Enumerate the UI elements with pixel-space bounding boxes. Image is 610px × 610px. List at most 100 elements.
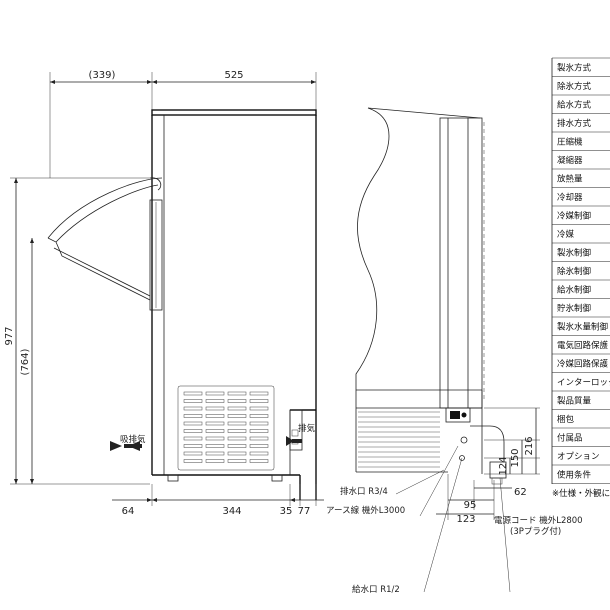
spec-row-label: 圧縮機 [557, 137, 583, 148]
label-drain-port: 排水口 R3/4 [340, 486, 388, 497]
side-elevation: (339) 525 977 [4, 70, 324, 517]
spec-row-label: 放熱量 [557, 174, 583, 185]
spec-row-label: 凝縮器 [557, 155, 583, 166]
dim-150: 150 [510, 448, 521, 467]
dim-bottom-left: 64 [122, 506, 135, 517]
dim-bottom-mid: 344 [222, 506, 241, 517]
cabinet-top-panel [151, 109, 317, 116]
louver-slot [205, 444, 225, 448]
louver-slot [183, 421, 203, 426]
spec-row-label: 貯氷制御 [557, 303, 591, 314]
louver-slot [249, 444, 269, 448]
spec-row-label: 除氷制御 [557, 266, 591, 277]
louver-slot [227, 421, 247, 426]
louver-slot [205, 436, 225, 441]
rear-elevation: 排水口 R3/4 アース線 機外L3000 給水口 R1/2 電源コード 機外L… [326, 107, 583, 595]
dim-bottom-r2: 77 [298, 506, 311, 517]
louver-slot [227, 406, 247, 411]
water-port [459, 455, 465, 461]
spec-row-label: インターロック [557, 378, 610, 388]
spec-row-label: 排水方式 [557, 118, 592, 129]
louver-slot [205, 406, 225, 411]
rear-louvers [358, 411, 440, 468]
control-panel [445, 407, 471, 423]
louver-slot [249, 451, 269, 456]
louver-slot [183, 459, 203, 463]
louver-slot [183, 429, 203, 433]
spec-footnote: ※仕様・外観につ [552, 488, 610, 499]
dim-height-inner: (764) [20, 348, 31, 375]
dim-top-left: (339) [89, 70, 116, 81]
spec-row-label: 製品質量 [557, 396, 592, 407]
louver-slot [227, 391, 247, 396]
label-intake-exhaust: 吸排気 [120, 434, 146, 445]
louver-slot [183, 399, 203, 403]
spec-row-label: オプション [557, 452, 600, 462]
louver-slot [183, 451, 203, 456]
dim-62: 62 [514, 487, 527, 498]
louver-slot [205, 429, 225, 433]
louver-slot [249, 414, 269, 418]
dim-124: 124 [498, 456, 509, 475]
spec-table: 製氷方式除氷方式給水方式排水方式圧縮機凝縮器放熱量冷却器冷媒制御冷媒製氷制御除氷… [551, 57, 610, 484]
dim-95: 95 [464, 500, 477, 511]
label-water-supply: 給水口 R1/2 [352, 584, 400, 595]
spec-row-label: 除氷方式 [557, 81, 592, 92]
foot-left [167, 474, 179, 482]
dim-height-total: 977 [4, 326, 15, 345]
louver-slot [249, 421, 269, 426]
louver-slot [227, 444, 247, 448]
louver-slot [205, 421, 225, 426]
spec-row-label: 付属品 [557, 433, 583, 444]
louver-slot [183, 406, 203, 411]
spec-row-label: 給水方式 [557, 100, 592, 111]
intake-exhaust-arrows [110, 441, 142, 451]
spec-row-label: 冷媒制御 [557, 211, 591, 222]
spec-row-label: 冷媒 [557, 229, 575, 240]
louver-slot [183, 436, 203, 441]
drain-port [460, 436, 468, 444]
side-louvers [177, 385, 275, 471]
louver-slot [249, 436, 269, 441]
louver-slot [205, 459, 225, 463]
spec-row-label: 製氷水量制御 [557, 322, 608, 333]
louver-slot [205, 391, 225, 396]
spec-row-label: 冷媒回路保護 [557, 359, 609, 370]
foot-right [271, 474, 283, 482]
louver-slot [249, 406, 269, 411]
exhaust-arrow [286, 436, 302, 446]
label-ground-wire: アース線 機外L3000 [326, 505, 405, 516]
louver-slot [227, 414, 247, 418]
dim-123: 123 [456, 514, 475, 525]
louver-slot [227, 436, 247, 441]
louver-slot [249, 399, 269, 403]
louver-slot [183, 444, 203, 448]
dim-bottom-r1: 35 [280, 506, 293, 517]
spec-row-label: 製氷方式 [557, 63, 592, 74]
louver-slot [227, 459, 247, 463]
louver-slot [227, 429, 247, 433]
spec-row-label: 使用条件 [557, 470, 592, 481]
spec-row-label: 梱包 [557, 414, 575, 425]
break-line [355, 107, 390, 472]
spec-row-label: 製氷制御 [557, 248, 591, 259]
louver-slot [183, 391, 203, 396]
louver-slot [205, 451, 225, 456]
louver-slot [249, 459, 269, 463]
label-power-cord: 電源コード 機外L2800 [494, 515, 583, 526]
louver-slot [249, 391, 269, 396]
louver-slot [205, 414, 225, 418]
louver-slot [205, 399, 225, 403]
louver-slot [227, 451, 247, 456]
louver-slot [249, 429, 269, 433]
spec-row-label: 冷却器 [557, 192, 583, 203]
lid-arc [47, 177, 163, 239]
dim-top-right: 525 [224, 70, 243, 81]
spec-row-label: 電気回路保護 [557, 340, 609, 351]
label-exhaust: 排気 [298, 423, 316, 434]
louver-slot [183, 414, 203, 418]
label-plug-note: (3Pプラグ付) [510, 526, 561, 537]
spec-row-label: 給水制御 [557, 285, 591, 296]
